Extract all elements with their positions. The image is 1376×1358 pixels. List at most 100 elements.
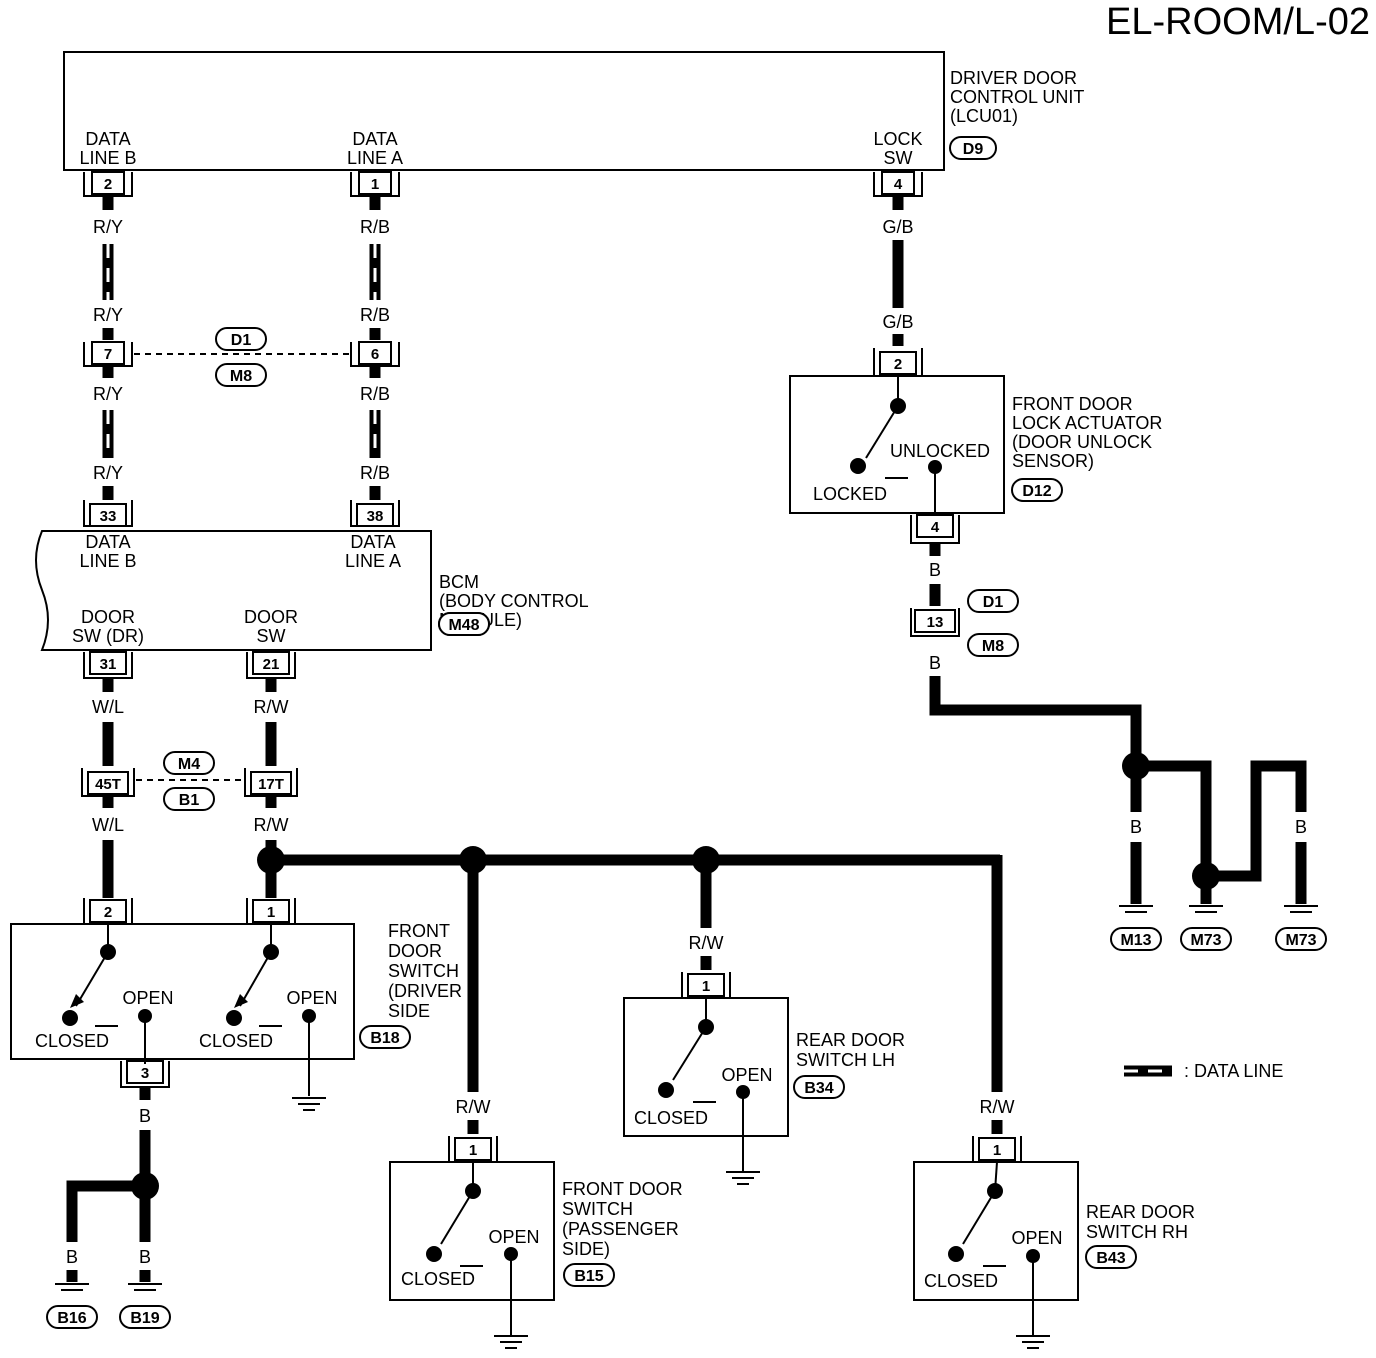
driver-switch-ground-wires: B B B B16 B19	[46, 1087, 171, 1329]
svg-text:W/L: W/L	[92, 697, 124, 717]
svg-text:W/L: W/L	[92, 815, 124, 835]
bcm: DATA LINE B DATA LINE A DOOR SW (DR) DOO…	[35, 530, 589, 651]
svg-text:R/W: R/W	[689, 933, 724, 953]
svg-text:B: B	[929, 560, 941, 580]
svg-text:M8: M8	[230, 368, 252, 385]
svg-text:B18: B18	[370, 1030, 399, 1047]
svg-text:B34: B34	[804, 1080, 833, 1097]
svg-text:CLOSED: CLOSED	[924, 1271, 998, 1291]
svg-text:G/B: G/B	[882, 217, 913, 237]
front-door-lock-actuator: 2 UNLOCKED LOCKED FRONT DOOR LOCK ACTUAT…	[789, 348, 1162, 544]
svg-text:SWITCH: SWITCH	[562, 1199, 633, 1219]
svg-text:OPEN: OPEN	[488, 1227, 539, 1247]
svg-text:D1: D1	[231, 332, 252, 349]
rear-door-switch-rh: R/W 1 CLOSED OPEN REAR DOOR SWITCH RH B4…	[913, 1097, 1195, 1349]
svg-text:DRIVER DOOR: DRIVER DOOR	[950, 68, 1077, 88]
svg-text:B15: B15	[574, 1268, 603, 1285]
svg-text:CLOSED: CLOSED	[634, 1108, 708, 1128]
diagram-title: EL-ROOM/L-02	[1106, 1, 1370, 43]
front-door-switch-passenger: R/W 1 CLOSED OPEN FRONT DOOR SWITCH (PAS…	[389, 1097, 683, 1349]
svg-text:4: 4	[931, 519, 940, 536]
svg-text:33: 33	[100, 508, 117, 525]
svg-text:DATA: DATA	[85, 532, 130, 552]
svg-text:CLOSED: CLOSED	[401, 1269, 475, 1289]
svg-text:M13: M13	[1120, 932, 1151, 949]
svg-text:B1: B1	[179, 792, 200, 809]
svg-text:B19: B19	[130, 1310, 159, 1327]
svg-text:1: 1	[702, 978, 710, 995]
svg-text:B: B	[1250, 817, 1262, 837]
svg-text:B: B	[139, 1106, 151, 1126]
svg-text:CONTROL UNIT: CONTROL UNIT	[950, 87, 1084, 107]
svg-text:M73: M73	[1285, 932, 1316, 949]
joint-connector-m4-b1: 45T 17T M4 B1	[81, 751, 298, 811]
door-switch-wires: W/L R/W W/L R/W	[92, 678, 289, 898]
svg-text:SW: SW	[884, 148, 913, 168]
svg-text:DATA: DATA	[352, 129, 397, 149]
svg-text:(PASSENGER: (PASSENGER	[562, 1219, 679, 1239]
svg-text:OPEN: OPEN	[721, 1065, 772, 1085]
svg-text:DOOR: DOOR	[388, 941, 442, 961]
svg-text:SWITCH LH: SWITCH LH	[796, 1050, 895, 1070]
svg-text:R/Y: R/Y	[93, 305, 123, 325]
svg-text:R/B: R/B	[360, 463, 390, 483]
svg-text:D1: D1	[983, 594, 1004, 611]
svg-text:R/W: R/W	[456, 1097, 491, 1117]
svg-text:M73: M73	[1190, 932, 1221, 949]
svg-text:DOOR: DOOR	[244, 607, 298, 627]
svg-text:OPEN: OPEN	[286, 988, 337, 1008]
joint-connector-d1-m8: 7 6 D1 M8	[83, 327, 400, 387]
svg-text:: DATA LINE: : DATA LINE	[1184, 1061, 1283, 1081]
svg-text:1: 1	[469, 1142, 477, 1159]
dcu-pin-4: 4	[873, 171, 923, 197]
dcu-pin-2: 2	[83, 171, 133, 197]
driver-door-control-unit: DATA LINE B DATA LINE A LOCK SW DRIVER D…	[63, 51, 1084, 171]
svg-text:FRONT DOOR: FRONT DOOR	[562, 1179, 683, 1199]
svg-text:BCM: BCM	[439, 572, 479, 592]
bcm-connector-pins: 33 38	[83, 500, 400, 527]
svg-text:R/Y: R/Y	[93, 463, 123, 483]
svg-text:SWITCH RH: SWITCH RH	[1086, 1222, 1188, 1242]
data-line-a-wires: R/B R/B R/B R/B	[360, 196, 390, 500]
svg-text:SWITCH: SWITCH	[388, 961, 459, 981]
svg-text:SIDE): SIDE)	[562, 1239, 610, 1259]
svg-text:LINE A: LINE A	[345, 551, 401, 571]
svg-text:M48: M48	[448, 617, 479, 634]
svg-text:1: 1	[371, 176, 379, 193]
rear-door-switch-lh: R/W 1 CLOSED OPEN REAR DOOR SWITCH LH B3…	[623, 933, 905, 1185]
svg-text:38: 38	[367, 508, 384, 525]
svg-text:4: 4	[894, 176, 903, 193]
svg-text:B: B	[1295, 817, 1307, 837]
svg-text:R/W: R/W	[980, 1097, 1015, 1117]
svg-text:7: 7	[104, 346, 112, 363]
svg-text:(BODY CONTROL: (BODY CONTROL	[439, 591, 589, 611]
lock-sw-wire: G/B G/B	[882, 196, 914, 346]
svg-text:CLOSED: CLOSED	[35, 1031, 109, 1051]
svg-text:SW: SW	[257, 626, 286, 646]
svg-text:OPEN: OPEN	[1011, 1228, 1062, 1248]
svg-text:LINE B: LINE B	[79, 551, 136, 571]
svg-text:B: B	[929, 653, 941, 673]
svg-text:45T: 45T	[95, 776, 121, 793]
svg-text:LINE B: LINE B	[79, 148, 136, 168]
svg-text:DATA: DATA	[85, 129, 130, 149]
svg-text:DATA: DATA	[350, 532, 395, 552]
svg-text:(DOOR UNLOCK: (DOOR UNLOCK	[1012, 432, 1152, 452]
svg-text:R/B: R/B	[360, 305, 390, 325]
svg-text:6: 6	[371, 346, 379, 363]
ground-symbol-icon	[292, 1097, 326, 1111]
svg-text:M4: M4	[178, 756, 200, 773]
svg-text:FRONT DOOR: FRONT DOOR	[1012, 394, 1133, 414]
svg-text:LOCK ACTUATOR: LOCK ACTUATOR	[1012, 413, 1162, 433]
svg-text:CLOSED: CLOSED	[199, 1031, 273, 1051]
svg-text:LOCK: LOCK	[873, 129, 922, 149]
svg-text:17T: 17T	[258, 776, 284, 793]
svg-text:B: B	[1200, 817, 1212, 837]
actuator-ground-wires: B 13 D1 M8 B B B B B M13 M73 M73	[910, 543, 1327, 951]
bcm-lower-pins: 31 21	[83, 651, 296, 679]
svg-text:DOOR: DOOR	[81, 607, 135, 627]
dcu-pin-1: 1	[350, 171, 400, 197]
svg-text:3: 3	[141, 1065, 149, 1082]
svg-text:OPEN: OPEN	[122, 988, 173, 1008]
